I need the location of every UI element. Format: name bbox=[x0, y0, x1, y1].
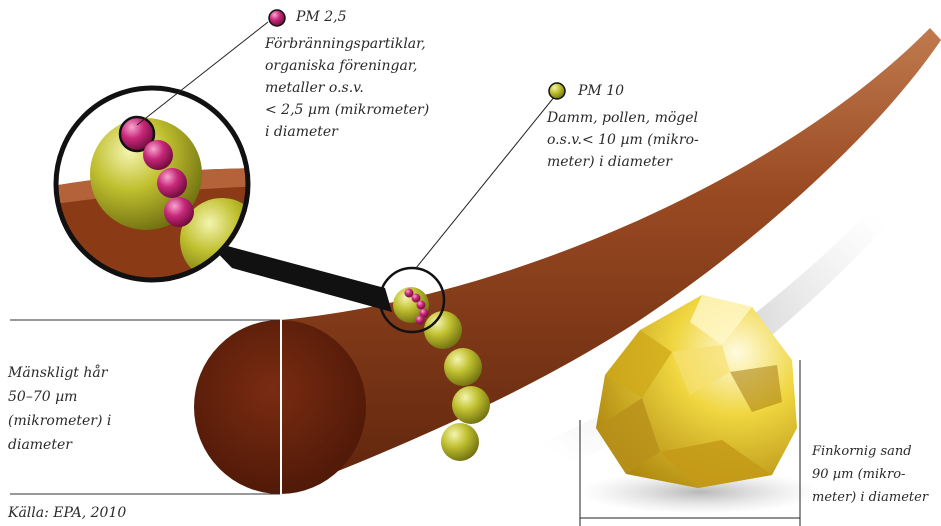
pm25-line: metaller o.s.v. bbox=[265, 77, 429, 99]
hair-line: Mänskligt hår bbox=[8, 361, 111, 385]
pm25-line: Förbränningspartiklar, bbox=[265, 33, 429, 55]
source-credit: Källa: EPA, 2010 bbox=[8, 502, 126, 524]
pm25-title: PM 2,5 bbox=[296, 6, 346, 28]
pm10-title: PM 10 bbox=[578, 80, 624, 102]
pm10-line: meter) i diameter bbox=[547, 151, 699, 173]
pm25-label: PM 2,5 bbox=[296, 6, 346, 28]
hair-line: (mikrometer) i bbox=[8, 409, 111, 433]
magnifier-connector bbox=[205, 240, 392, 312]
pm10-leader-line bbox=[416, 96, 555, 268]
pm10-line: o.s.v.< 10 µm (mikro- bbox=[547, 129, 699, 151]
pm25-line: i diameter bbox=[265, 121, 429, 143]
pm25-line: < 2,5 µm (mikrometer) bbox=[265, 99, 429, 121]
pm25-line: organiska föreningar, bbox=[265, 55, 429, 77]
hair-line: 50–70 µm bbox=[8, 385, 111, 409]
pm10-marker bbox=[549, 83, 565, 99]
pm10-description: Damm, pollen, mögel o.s.v.< 10 µm (mikro… bbox=[547, 107, 699, 173]
sand-description: Finkornig sand 90 µm (mikro- meter) i di… bbox=[812, 440, 928, 509]
sand-line: meter) i diameter bbox=[812, 486, 928, 509]
pm10-label: PM 10 bbox=[578, 80, 624, 102]
pm25-description: Förbränningspartiklar, organiska förenin… bbox=[265, 33, 429, 143]
sand-line: Finkornig sand bbox=[812, 440, 928, 463]
hair-description: Mänskligt hår 50–70 µm (mikrometer) i di… bbox=[8, 361, 111, 457]
pm10-line: Damm, pollen, mögel bbox=[547, 107, 699, 129]
sand-line: 90 µm (mikro- bbox=[812, 463, 928, 486]
pm25-marker bbox=[269, 10, 285, 26]
hair-line: diameter bbox=[8, 433, 111, 457]
